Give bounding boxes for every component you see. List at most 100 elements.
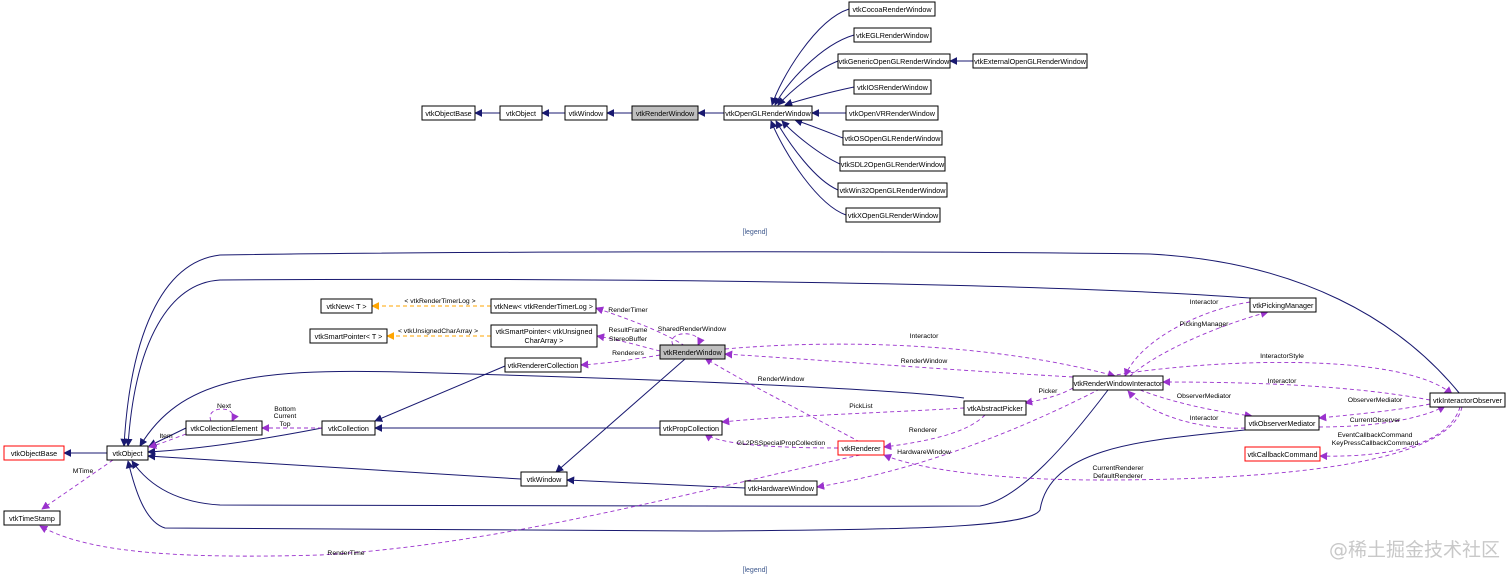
edge-pickingmanager-object [124,278,1251,447]
node-vtkcallbackcommand[interactable] [1244,446,1321,462]
edge-label: GL2PSSpecialPropCollection [737,440,826,447]
edge-label: Interactor [910,333,939,340]
node-vtkcocoarenderwindow[interactable] [848,1,936,17]
node-label: vtkRendererCollection [508,361,579,370]
node-vtkopenglrenderwindow[interactable] [723,105,813,121]
edge-renderwindow-2 [724,350,1074,378]
edge-label: PickingManager [1180,321,1229,328]
node-label: vtkCollection [328,424,369,433]
edge-label: < vtkRenderTimerLog > [404,298,475,305]
node-label: vtkCocoaRenderWindow [852,5,932,14]
edge-interactorstyle [1109,361,1453,395]
node-vtkabstractpicker[interactable] [963,400,1027,416]
node-vtkpickingmanager[interactable] [1249,297,1317,313]
node-label: vtkExternalOpenGLRenderWindow [974,57,1087,66]
node-vtksdl2openglrenderwindow[interactable] [839,156,946,172]
node-vtkrenderwindow[interactable] [659,344,726,360]
node-vtkobjectbase-top[interactable] [421,105,476,121]
edge-renderer [883,414,986,451]
node-vtkpropcollection[interactable] [659,420,723,436]
node-vtkobject-top[interactable] [499,105,543,121]
node-label: vtkAbstractPicker [967,404,1023,413]
node-vtkwin32openglrenderwindow[interactable] [837,182,948,198]
node-label: vtkWindow [527,475,563,484]
edge-label: CurrentRenderer [1093,465,1145,472]
node-vtkosopenglrenderwindow[interactable] [842,130,943,146]
node-vtkrenderwindowinteractor[interactable] [1072,375,1164,391]
node-vtkobject[interactable] [106,445,149,461]
node-vtkwindow-top[interactable] [564,105,608,121]
node-vtktimestamp[interactable] [3,510,61,526]
node-vtkxopenglrenderwindow[interactable] [845,207,941,223]
node-vtkexternalopenglrenderwindow[interactable] [972,53,1088,69]
node-label: vtkXOpenGLRenderWindow [848,211,939,220]
edge-label: CurrentObserver [1350,417,1401,424]
edge-label: HardwareWindow [897,449,951,456]
node-vtkgenericopenglrenderwindow[interactable] [837,53,951,69]
edge-label: KeyPressCallbackCommand [1332,440,1419,447]
node-vtknew-rendertimerlog[interactable] [490,298,597,314]
node-vtkhardwarewindow[interactable] [744,480,818,496]
edge-sdl2 [781,120,841,165]
edge-interactor-io [1162,378,1431,401]
node-vtksmartpointer-t[interactable] [309,328,388,344]
node-label: vtkSDL2OpenGLRenderWindow [841,160,945,169]
edge-label: RenderWindow [901,358,948,365]
edge-interactor-pm [1124,301,1251,377]
edge-label: StereoBuffer [609,336,648,343]
edge-gl2ps [704,433,839,449]
edge-osopengl [794,118,844,139]
edge-picker [1024,387,1074,406]
node-vtksmartpointer-unsignedchararray[interactable] [490,324,598,348]
node-vtknew-t[interactable] [320,298,373,314]
edge-label: Next [217,403,231,410]
edge-label: RenderWindow [758,376,805,383]
edge-label: ObserverMediator [1177,393,1232,400]
node-label: vtkRenderWindowInteractor [1074,379,1163,388]
node-vtkcollectionelement[interactable] [185,420,263,436]
edge-next [209,408,239,422]
node-vtkwindow[interactable] [520,471,568,487]
node-label: vtkOSOpenGLRenderWindow [845,134,942,143]
edge-label: RenderTime [327,550,364,557]
node-label: vtkSmartPointer< T > [315,332,383,341]
node-label: vtkObserverMediator [1249,419,1316,428]
edge-callbacks [1319,406,1461,461]
node-label: vtkObject [506,109,536,118]
node-label: vtkObjectBase [11,449,57,458]
node-vtkcollection[interactable] [321,420,376,436]
edge-label: PickList [849,403,873,410]
node-vtkobservermediator[interactable] [1244,415,1320,431]
edge-label: Picker [1039,388,1059,395]
node-label: vtkPickingManager [1253,301,1314,310]
edge-hardwarewindow [816,388,1101,490]
edge-renderers [580,354,661,369]
edge-label: SharedRenderWindow [658,326,726,333]
legend-link-bottom[interactable]: [legend] [743,567,768,574]
edge-label: Interactor [1268,378,1297,385]
node-label: vtkGenericOpenGLRenderWindow [839,57,950,66]
node-vtkobjectbase[interactable] [3,445,65,461]
edge-label: ResultFrame [609,327,648,334]
node-vtkrenderercollection[interactable] [504,357,582,373]
node-vtkrenderwindow-top[interactable] [631,105,699,121]
edge-pickingmanager [1129,310,1269,377]
edge-sharedrenderwindow [671,333,705,346]
node-label: CharArray > [525,336,564,345]
collaboration-graph: < vtkRenderTimerLog > < vtkUnsignedCharA… [3,251,1506,574]
node-vtkrenderer[interactable] [837,440,885,456]
node-vtkiosrenderwindow[interactable] [853,79,932,95]
edge-rendertimer [595,306,686,347]
edge-mtime [41,459,114,510]
node-label: vtkPropCollection [663,424,719,433]
legend-link-top[interactable]: [legend] [743,229,768,236]
edge-label: Renderers [612,350,644,357]
node-vtkopenvrrenderwindow[interactable] [845,105,939,121]
edge-win32 [775,120,839,191]
edge-label: EventCallbackCommand [1338,432,1413,439]
node-vtkeglrenderwindow[interactable] [853,27,932,43]
node-vtkinteractorobserver[interactable] [1429,392,1506,408]
edge-label: Top [280,421,291,428]
edge-label: DefaultRenderer [1093,473,1144,480]
